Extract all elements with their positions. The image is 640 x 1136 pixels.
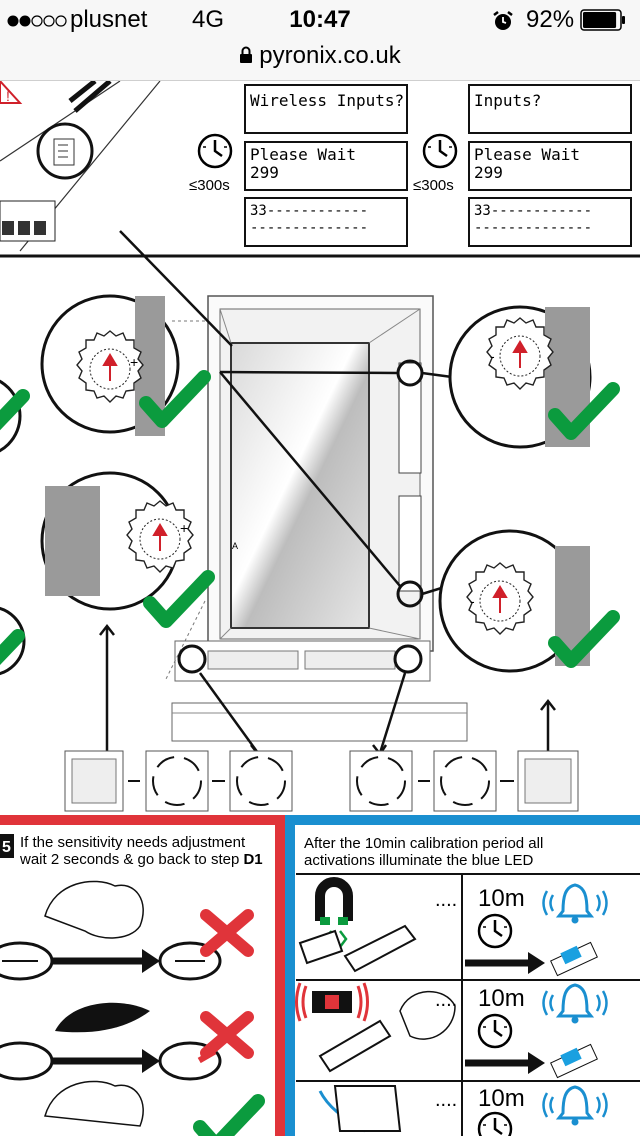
network-type: 4G	[192, 6, 225, 33]
lcd-panel-wireless: Wireless Inputs? ≤300s Please Wait 299 3…	[189, 84, 408, 247]
alarm-clock-icon	[493, 11, 513, 30]
lcd-line-a: 33------------	[250, 203, 368, 219]
step-number: 5	[2, 839, 11, 856]
lcd-wait-count: 299	[250, 163, 279, 182]
svg-text:....: ....	[435, 989, 457, 1011]
lcd-line-b: --------------	[474, 220, 592, 236]
detector-detail-mid-left: + A	[40, 471, 238, 621]
status-time: 10:47	[289, 6, 351, 33]
installation-manual-page: ! Wireless Inputs? ≤300s Please Wait 299…	[0, 81, 640, 1136]
svg-text:-: -	[470, 593, 475, 609]
battery-percent: 92%	[526, 6, 575, 33]
step-5-panel: 5 If the sensitivity needs adjustment wa…	[0, 815, 285, 1136]
row-3-time: 10m	[478, 1085, 525, 1112]
page-url: pyronix.co.uk	[259, 42, 401, 69]
step-5-line-2: wait 2 seconds & go back to step D1	[19, 851, 263, 868]
lock-icon	[240, 46, 253, 63]
carrier-name: plusnet	[70, 6, 148, 33]
lcd-panel-inputs: Inputs? ≤300s Please Wait 299 33--------…	[413, 84, 632, 247]
address-bar[interactable]: pyronix.co.uk	[0, 42, 640, 70]
step-6-panel: After the 10min calibration period all a…	[285, 815, 640, 1136]
row-2-time: 10m	[478, 985, 525, 1012]
magnet-activation	[298, 877, 417, 973]
step-5-line-1: If the sensitivity needs adjustment	[20, 834, 246, 851]
svg-text:A: A	[232, 541, 238, 551]
step-6-line-2: activations illuminate the blue LED	[304, 852, 533, 869]
svg-text:-: -	[490, 348, 495, 364]
row-1-time: 10m	[478, 885, 525, 912]
svg-text:+: +	[130, 354, 138, 370]
detector-detail-top-right: -	[448, 305, 613, 449]
vibration-activation	[295, 982, 456, 1073]
detector-detail-edge-left	[0, 379, 24, 680]
timer-label: ≤300s	[189, 177, 230, 194]
tool-activation	[318, 1085, 402, 1133]
battery-icon	[580, 9, 625, 31]
svg-text:!: !	[6, 88, 10, 104]
lcd-prompt: Inputs?	[474, 91, 541, 110]
svg-text:....: ....	[435, 1089, 457, 1111]
wiring-illustration: !	[0, 81, 161, 252]
timer-dots: ....	[435, 889, 457, 911]
lcd-wait-line: Please Wait	[474, 145, 580, 164]
lcd-prompt: Wireless Inputs?	[250, 91, 404, 110]
lcd-wait-line: Please Wait	[250, 145, 356, 164]
svg-text:+: +	[180, 520, 188, 536]
window-illustration	[99, 230, 556, 757]
timer-label: ≤300s	[413, 177, 454, 194]
detector-detail-top-left: +	[40, 294, 204, 436]
detector-detail-mid-right: -	[438, 529, 613, 673]
lcd-line-b: --------------	[250, 220, 368, 236]
signal-strength-icon	[7, 15, 67, 27]
status-bar: plusnet 4G 10:47 92% pyronix.co.uk	[0, 0, 640, 81]
lcd-wait-count: 299	[474, 163, 503, 182]
step-6-line-1: After the 10min calibration period all	[304, 835, 543, 852]
lcd-line-a: 33------------	[474, 203, 592, 219]
adjustment-sequence	[64, 750, 579, 812]
